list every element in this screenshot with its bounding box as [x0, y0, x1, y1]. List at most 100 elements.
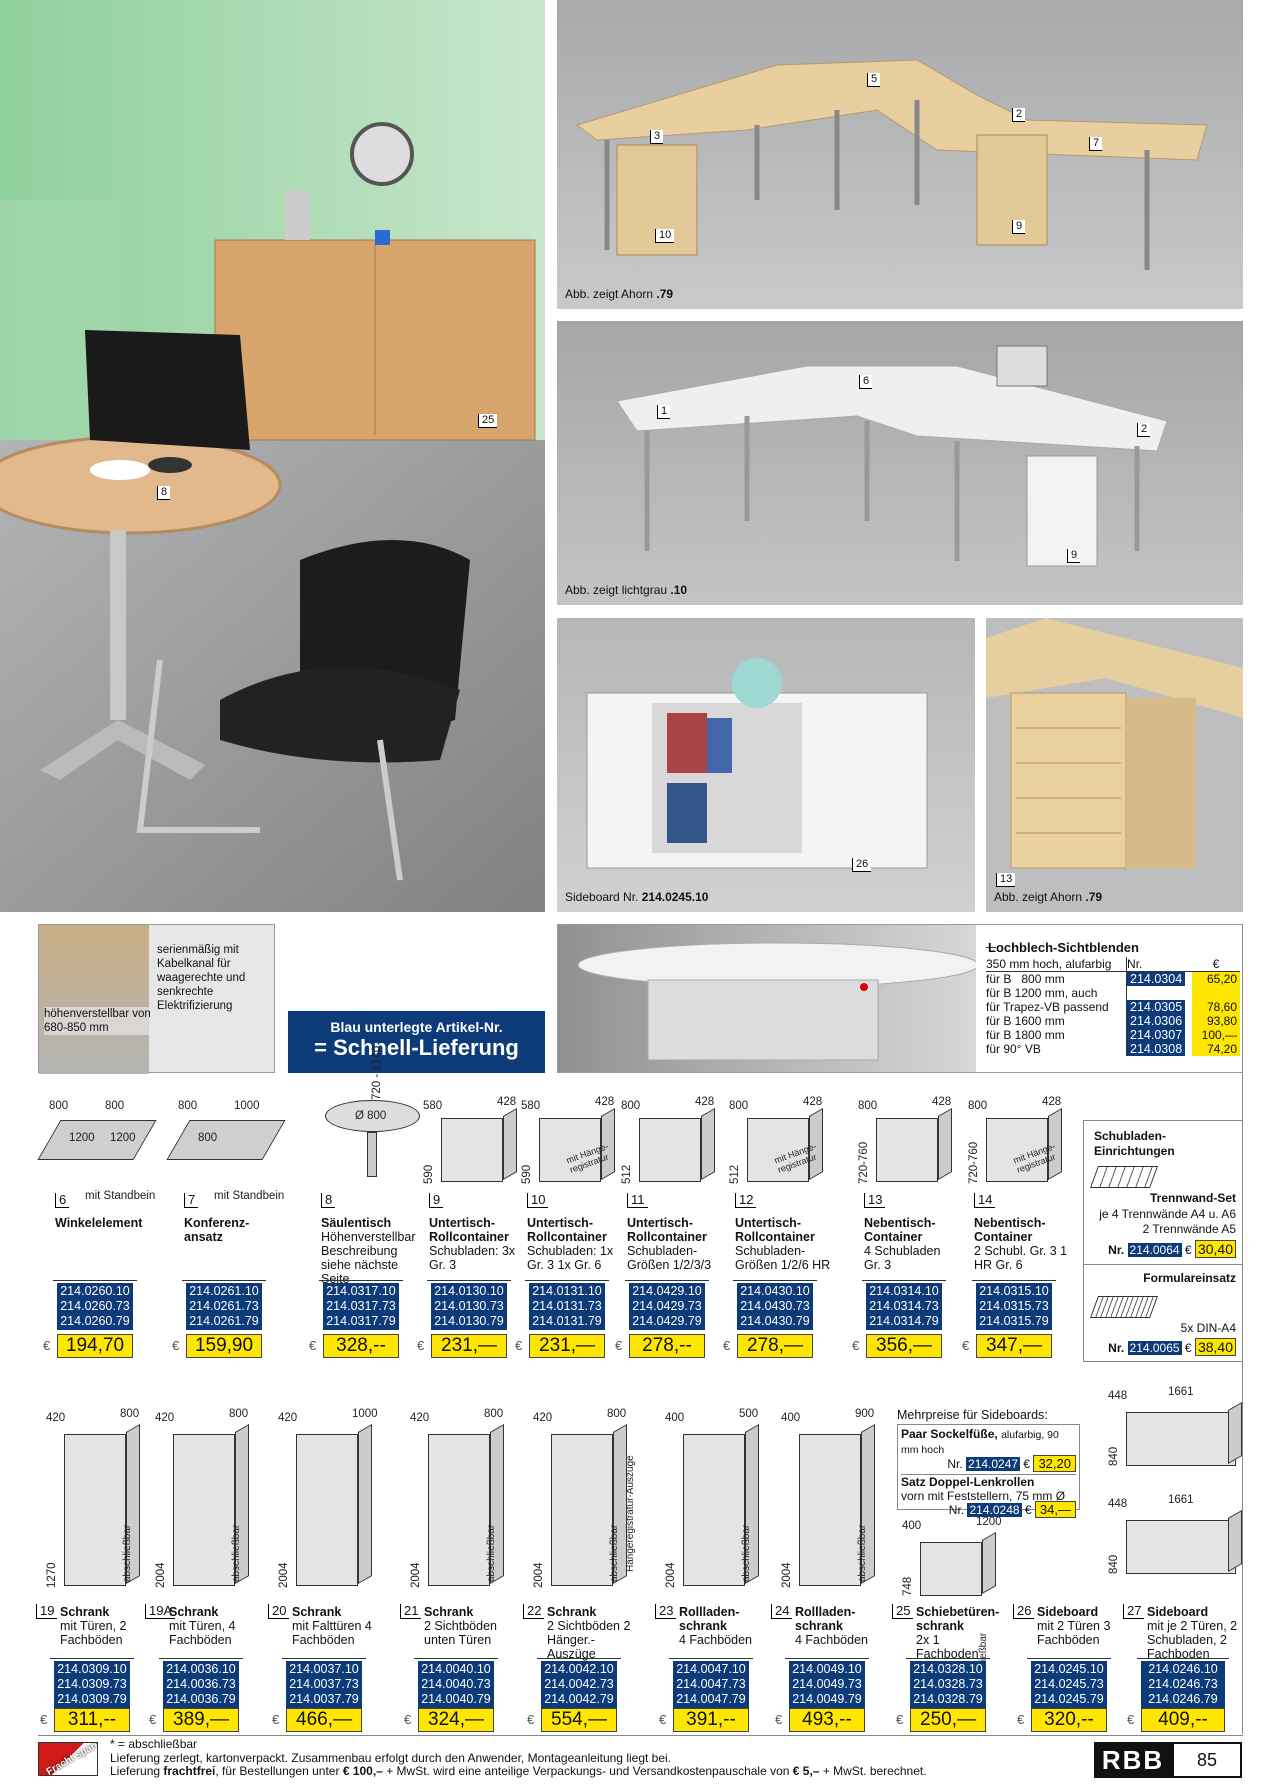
dimension-label: 1000 [352, 1408, 378, 1420]
dimension-label: 420 [533, 1412, 553, 1424]
separator [669, 1658, 753, 1659]
dimension-label: 428 [932, 1096, 952, 1108]
office-photo-left: 25 8 [0, 0, 545, 912]
item-desc: mit 2 Türen 3 Fachböden [1037, 1619, 1111, 1647]
tabletop-drawing [37, 1120, 157, 1160]
item-number: 10 [527, 1193, 549, 1208]
item-desc: 2x 1 Fachboden [916, 1633, 979, 1661]
article-number: 214.0314.79 [869, 1314, 939, 1328]
separator [785, 1658, 869, 1659]
t: , für Bestellungen unter [215, 1764, 343, 1778]
euro-sign: € [309, 1338, 317, 1353]
article-number: 214.0308 [1127, 1042, 1192, 1056]
article-number: 214.0317.73 [326, 1299, 396, 1313]
drawing-note: abschließbar [122, 1524, 133, 1582]
item-name: Sideboard [1147, 1605, 1209, 1619]
item-desc: vorn mit Feststellern, 75 mm Ø [901, 1489, 1066, 1503]
cabinet-drawing [441, 1118, 503, 1182]
dimension-label: 580 [521, 1100, 541, 1112]
price: 409,-- [1141, 1708, 1225, 1732]
mehrpreise-box: Paar Sockelfüße, alufarbig, 90 mm hoch N… [897, 1424, 1080, 1518]
dimension-label: 800 [229, 1408, 249, 1420]
dimension-label: 800 [120, 1408, 140, 1420]
set-desc: 2 Trennwände A5 [1142, 1222, 1236, 1236]
dimension-label: 840 [1108, 1446, 1120, 1466]
article-number: 214.0309.73 [57, 1677, 127, 1691]
article-number: 214.0317.10 [326, 1284, 396, 1298]
photo-tag: 13 [996, 873, 1016, 887]
article-number: 214.0040.79 [421, 1692, 491, 1706]
drawer-divider-icon [1089, 1166, 1159, 1188]
item-name: Sideboard [1037, 1605, 1099, 1619]
footer-text: * = abschließbar Lieferung zerlegt, kart… [110, 1737, 927, 1779]
grey-desk-image [616, 345, 1168, 567]
article-number: 214.0040.10 [421, 1662, 491, 1676]
price: 38,40 [1194, 1338, 1236, 1356]
price: 30,40 [1194, 1240, 1236, 1258]
article-number: 214.0131.10 [532, 1284, 602, 1298]
euro-sign: € [272, 1712, 280, 1727]
badge-text: Fracht sparen [44, 1742, 98, 1776]
cabinet-side-drawing [701, 1107, 715, 1181]
sideboard-photo: 26 Sideboard Nr. 214.0245.10 [557, 618, 975, 912]
photo-tag: 10 [655, 229, 675, 243]
article-number: 214.0037.10 [289, 1662, 359, 1676]
article-number: 214.0317.79 [326, 1314, 396, 1328]
price: 65,20 [1192, 971, 1240, 986]
dimension-label: 428 [695, 1096, 715, 1108]
dimension-label: 720-760 [968, 1141, 980, 1184]
item-desc: 2 Schubl. Gr. 3 1 HR Gr. 6 [974, 1244, 1068, 1272]
euro-sign: € [723, 1338, 731, 1353]
item-title: Paar Sockelfüße, [901, 1427, 998, 1441]
separator [537, 1658, 621, 1659]
article-number: 214.0047.79 [676, 1692, 746, 1706]
euro-sign: € [404, 1712, 412, 1727]
item-desc: Höhenverstellbar Beschreibung siehe näch… [321, 1230, 416, 1286]
item-desc: 2 Sichtböden 2 Hänger.-Auszüge [547, 1619, 631, 1661]
item-number: 27 [1123, 1604, 1145, 1619]
footer-line1: Lieferung zerlegt, kartonverpackt. Zusam… [110, 1750, 672, 1765]
article-number: 214.0131.73 [532, 1299, 602, 1313]
separator [319, 1280, 403, 1281]
item-name: Konferenz-ansatz [184, 1216, 250, 1244]
item-number: 8 [321, 1193, 336, 1208]
dimension-label: 1270 [46, 1562, 58, 1588]
article-number: 214.0261.10 [189, 1284, 259, 1298]
dimension-label: 2004 [781, 1562, 793, 1588]
price: 231,— [529, 1334, 605, 1358]
dimension-label: 400 [902, 1520, 922, 1532]
article-number: 214.0049.10 [792, 1662, 862, 1676]
detail-box: serienmäßig mit Kabelkanal für waagerech… [38, 924, 275, 1074]
dimension-label: 800 [484, 1408, 504, 1420]
dimension-label: 590 [423, 1164, 435, 1184]
article-number: 214.0328.79 [913, 1692, 983, 1706]
item-name: Untertisch-Rollcontainer [527, 1216, 607, 1244]
price: 389,— [163, 1708, 239, 1732]
price: 466,— [286, 1708, 362, 1732]
article-number: 214.0036.79 [166, 1692, 236, 1706]
article-number: 214.0328.10 [913, 1662, 983, 1676]
item-number: 13 [864, 1193, 886, 1208]
table-top-drawing [325, 1100, 420, 1132]
price: 391,-- [673, 1708, 749, 1732]
article-number: 214.0248 [967, 1503, 1022, 1517]
photo-caption: Abb. zeigt Ahorn .79 [565, 287, 674, 301]
article-number: 214.0430.10 [740, 1284, 810, 1298]
euro-sign: € [962, 1338, 970, 1353]
item-desc: Schubladen: 3x Gr. 3 [429, 1244, 516, 1272]
article-number: 214.0247 [966, 1457, 1021, 1471]
separator [1027, 1658, 1111, 1659]
photo-caption: Sideboard Nr. 214.0245.10 [565, 890, 709, 904]
